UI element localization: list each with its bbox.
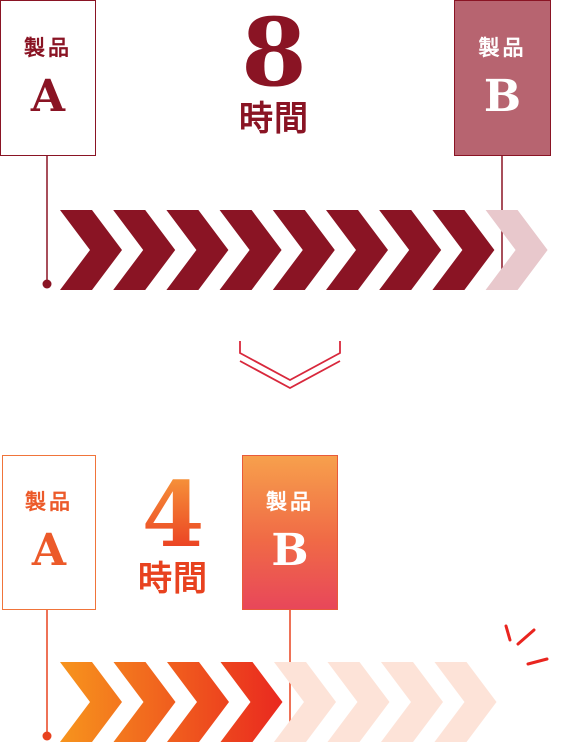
chevron-down-icon (239, 341, 341, 390)
chevron-arrow-before (485, 210, 548, 290)
duration-unit-after: 時間 (138, 559, 208, 599)
product-a-dot-before (42, 279, 52, 289)
product-b-card-after: 製品 B (242, 455, 338, 610)
product-b-letter-before: B (483, 70, 522, 122)
chevron-arrow-before (379, 210, 442, 290)
chevron-arrow-before (272, 210, 335, 290)
burst-icon (504, 624, 549, 666)
duration-number-after: 4 (141, 462, 205, 568)
chevron-arrow-before (113, 210, 176, 290)
chevron-arrow-before (432, 210, 495, 290)
chevron-row-before (60, 210, 548, 290)
product-a-card-before: 製品 A (0, 0, 96, 156)
product-a-dot-after (42, 731, 52, 741)
chevron-arrow-after (167, 662, 229, 742)
duration-after: 4 時間 (118, 470, 228, 596)
chevron-arrow-after (274, 662, 336, 742)
chevron-arrow-after (220, 662, 283, 742)
duration-before: 8 時間 (224, 6, 324, 136)
product-b-card-before: 製品 B (454, 0, 551, 156)
product-a-label-before: 製品 (24, 35, 72, 60)
chevron-arrow-before (326, 210, 388, 290)
chevron-arrow-before (166, 210, 229, 290)
product-a-label-after: 製品 (25, 490, 73, 514)
chevron-arrow-after (434, 662, 497, 742)
product-a-letter-after: A (31, 525, 67, 576)
duration-unit-before: 時間 (239, 99, 309, 139)
product-b-label-after: 製品 (266, 490, 314, 514)
product-a-letter-before: A (30, 70, 66, 122)
chevron-arrow-after (113, 662, 176, 742)
chevron-arrow-after (381, 662, 443, 742)
chevron-row-after (60, 662, 497, 742)
product-b-label-before: 製品 (478, 35, 527, 60)
chevron-arrow-after (60, 662, 122, 742)
chevron-arrow-before (219, 210, 282, 290)
duration-number-before: 8 (241, 0, 307, 108)
product-b-letter-after: B (271, 525, 309, 576)
chevron-arrow-after (327, 662, 390, 742)
product-a-card-after: 製品 A (2, 455, 96, 610)
chevron-arrow-before (60, 210, 122, 290)
